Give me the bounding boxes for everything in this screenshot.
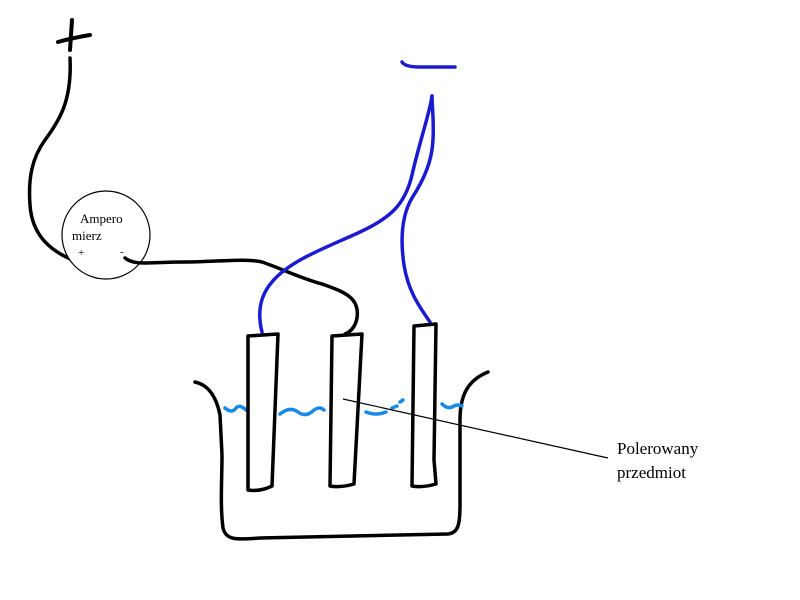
positive-wire (27, 56, 80, 264)
negative-wire-right (400, 94, 436, 324)
ammeter-label-line1: Ampero (80, 211, 123, 226)
polished-object-electrode (328, 332, 364, 489)
ammeter-label-line2: mierz (72, 228, 102, 243)
positive-terminal-symbol (56, 18, 92, 52)
electrolyte-tank (193, 370, 490, 541)
negative-wire-left (257, 94, 434, 334)
ammeter-to-workpiece-wire (123, 256, 360, 336)
polished-object-label: Polerowany przedmiot (617, 439, 699, 482)
ammeter-plus-sign: + (78, 247, 84, 259)
ammeter-circle (61, 190, 151, 280)
ammeter-minus-sign: - (120, 246, 124, 258)
right-electrode (410, 322, 438, 489)
callout-line1: Polerowany (617, 439, 699, 458)
ammeter: Ampero mierz + - (61, 190, 151, 280)
electrolyte-surface (223, 398, 464, 417)
callout-leader-line (342, 398, 609, 459)
callout-line2: przedmiot (617, 463, 686, 482)
left-electrode (246, 332, 280, 493)
negative-terminal-symbol (400, 60, 457, 69)
